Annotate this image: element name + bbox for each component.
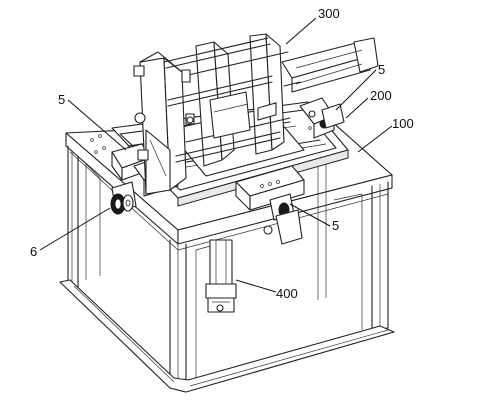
press-cylinder — [281, 37, 379, 93]
label-5-top-right: 5 — [378, 62, 385, 77]
label-300: 300 — [318, 6, 340, 21]
label-400: 400 — [276, 286, 298, 301]
label-200: 200 — [370, 88, 392, 103]
mold-block — [209, 91, 251, 139]
label-6: 6 — [30, 244, 37, 259]
clamp-front-block — [257, 102, 277, 121]
machine-300 — [133, 33, 379, 195]
clamp-right-5 — [299, 97, 345, 139]
leader-lines — [39, 17, 393, 293]
clamp-front-knob — [263, 225, 273, 235]
label-5-left: 5 — [58, 92, 65, 107]
roller-6 — [110, 181, 137, 215]
base-plate — [59, 279, 395, 393]
cylinder-clamp — [205, 283, 237, 299]
label-100: 100 — [392, 116, 414, 131]
lift-cylinder-400 — [205, 239, 237, 313]
label-5-front: 5 — [332, 218, 339, 233]
clamp-front-5 — [235, 102, 305, 245]
callout-labels: 300 5 200 100 5 6 5 400 — [30, 6, 414, 301]
